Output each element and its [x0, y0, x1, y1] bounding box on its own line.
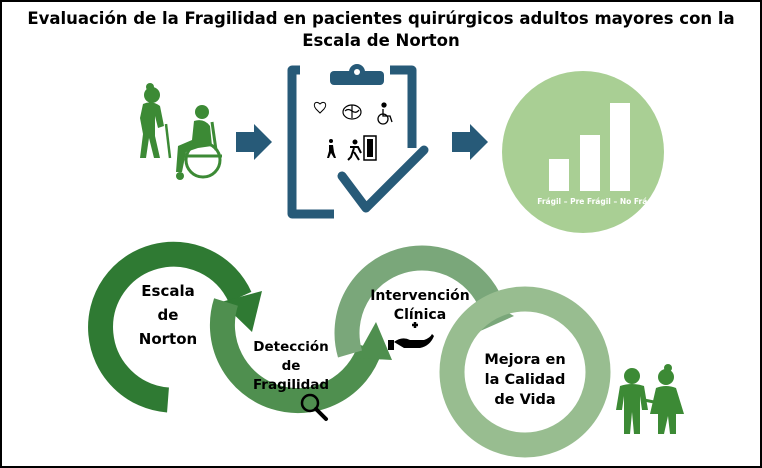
- page-title: Evaluación de la Fragilidad en pacientes…: [27, 9, 735, 50]
- arrow-right-icon: [236, 124, 272, 160]
- elderly-couple-icon: [616, 364, 684, 434]
- step1-label: Escala de Norton: [138, 282, 198, 348]
- bar-chart-icon: [502, 71, 664, 233]
- cycle-ring-deteccion: [209, 298, 392, 414]
- elderly-with-cane-and-wheelchair-icon: [140, 83, 222, 180]
- walking-person-icon: [327, 139, 336, 158]
- step3-label: Intervención Clínica: [370, 288, 470, 323]
- arrow-right-icon: [452, 124, 488, 160]
- hand-with-cross-icon: [388, 322, 434, 350]
- emergency-exit-icon: [347, 135, 377, 161]
- bars-caption: Frágil – Pre Frágil – No Frágil: [537, 197, 658, 206]
- step2-label: Detección de Fragilidad: [252, 339, 330, 393]
- cycle-ring-escala: [88, 241, 262, 413]
- magnifier-icon: [300, 393, 328, 421]
- cycle-ring-mejora: [439, 286, 611, 458]
- step4-label: Mejora en la Calidad de Vida: [484, 352, 566, 408]
- heart-icon: [313, 101, 327, 114]
- clipboard-checklist-icon: [287, 64, 429, 219]
- brain-icon: [342, 104, 362, 120]
- wheelchair-icon: [377, 102, 393, 125]
